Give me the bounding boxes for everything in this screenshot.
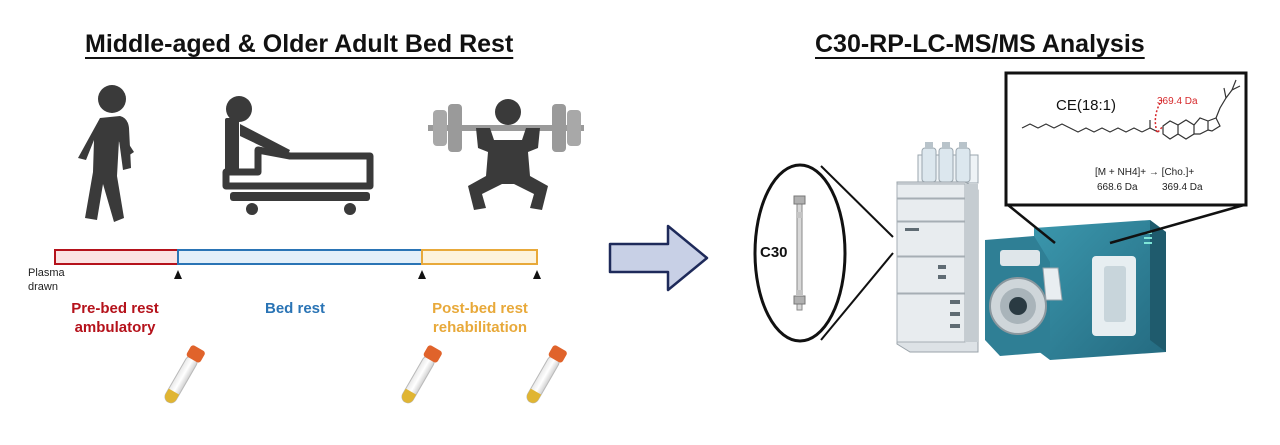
phase-label-pre-bed-line2: ambulatory bbox=[74, 319, 156, 336]
blood-tube-icon bbox=[401, 345, 442, 404]
phase-label-pre-bed-line1: Pre-bed rest bbox=[71, 300, 159, 317]
weightlifter-squat-icon bbox=[428, 99, 584, 210]
timeline-post-bed-bar bbox=[421, 249, 538, 265]
lc-ms-instrument-icon bbox=[896, 142, 1166, 360]
cholesteryl-ester-structure-icon bbox=[1004, 71, 1248, 245]
timeline-pre-bed-bar bbox=[54, 249, 179, 265]
plasma-drawn-label-line2: drawn bbox=[28, 281, 58, 293]
hospital-bed-icon bbox=[222, 96, 374, 215]
phase-label-post-bed: Post-bed rest rehabilitation bbox=[400, 299, 560, 337]
phase-label-pre-bed: Pre-bed rest ambulatory bbox=[40, 299, 190, 337]
precursor-mass-label: 668.6 Da bbox=[1097, 182, 1138, 193]
phase-label-bed-rest-line1: Bed rest bbox=[264, 300, 326, 317]
walking-person-icon bbox=[78, 85, 134, 222]
phase-label-bed-rest: Bed rest bbox=[230, 299, 360, 318]
timeline-bed-rest-bar bbox=[177, 249, 423, 265]
blood-tube-icon bbox=[164, 345, 205, 404]
right-arrow-icon bbox=[608, 224, 709, 292]
product-mass-label: 369.4 Da bbox=[1162, 182, 1203, 193]
c30-column-icon bbox=[753, 163, 894, 343]
molecule-name: CE(18:1) bbox=[1056, 97, 1117, 114]
transition-label: [M + NH4]+ → [Cho.]+ bbox=[1095, 167, 1195, 178]
left-panel-title: Middle-aged & Older Adult Bed Rest bbox=[85, 30, 514, 58]
phase-label-post-bed-line2: rehabilitation bbox=[432, 319, 528, 336]
plasma-draw-markers bbox=[174, 270, 541, 279]
column-label: C30 bbox=[760, 244, 788, 261]
blood-tube-icon bbox=[526, 345, 567, 404]
fragment-mass-label: 369.4 Da bbox=[1157, 96, 1198, 107]
plasma-drawn-label-line1: Plasma bbox=[28, 267, 65, 279]
phase-label-post-bed-line1: Post-bed rest bbox=[432, 300, 528, 317]
right-panel-title: C30-RP-LC-MS/MS Analysis bbox=[815, 30, 1145, 58]
